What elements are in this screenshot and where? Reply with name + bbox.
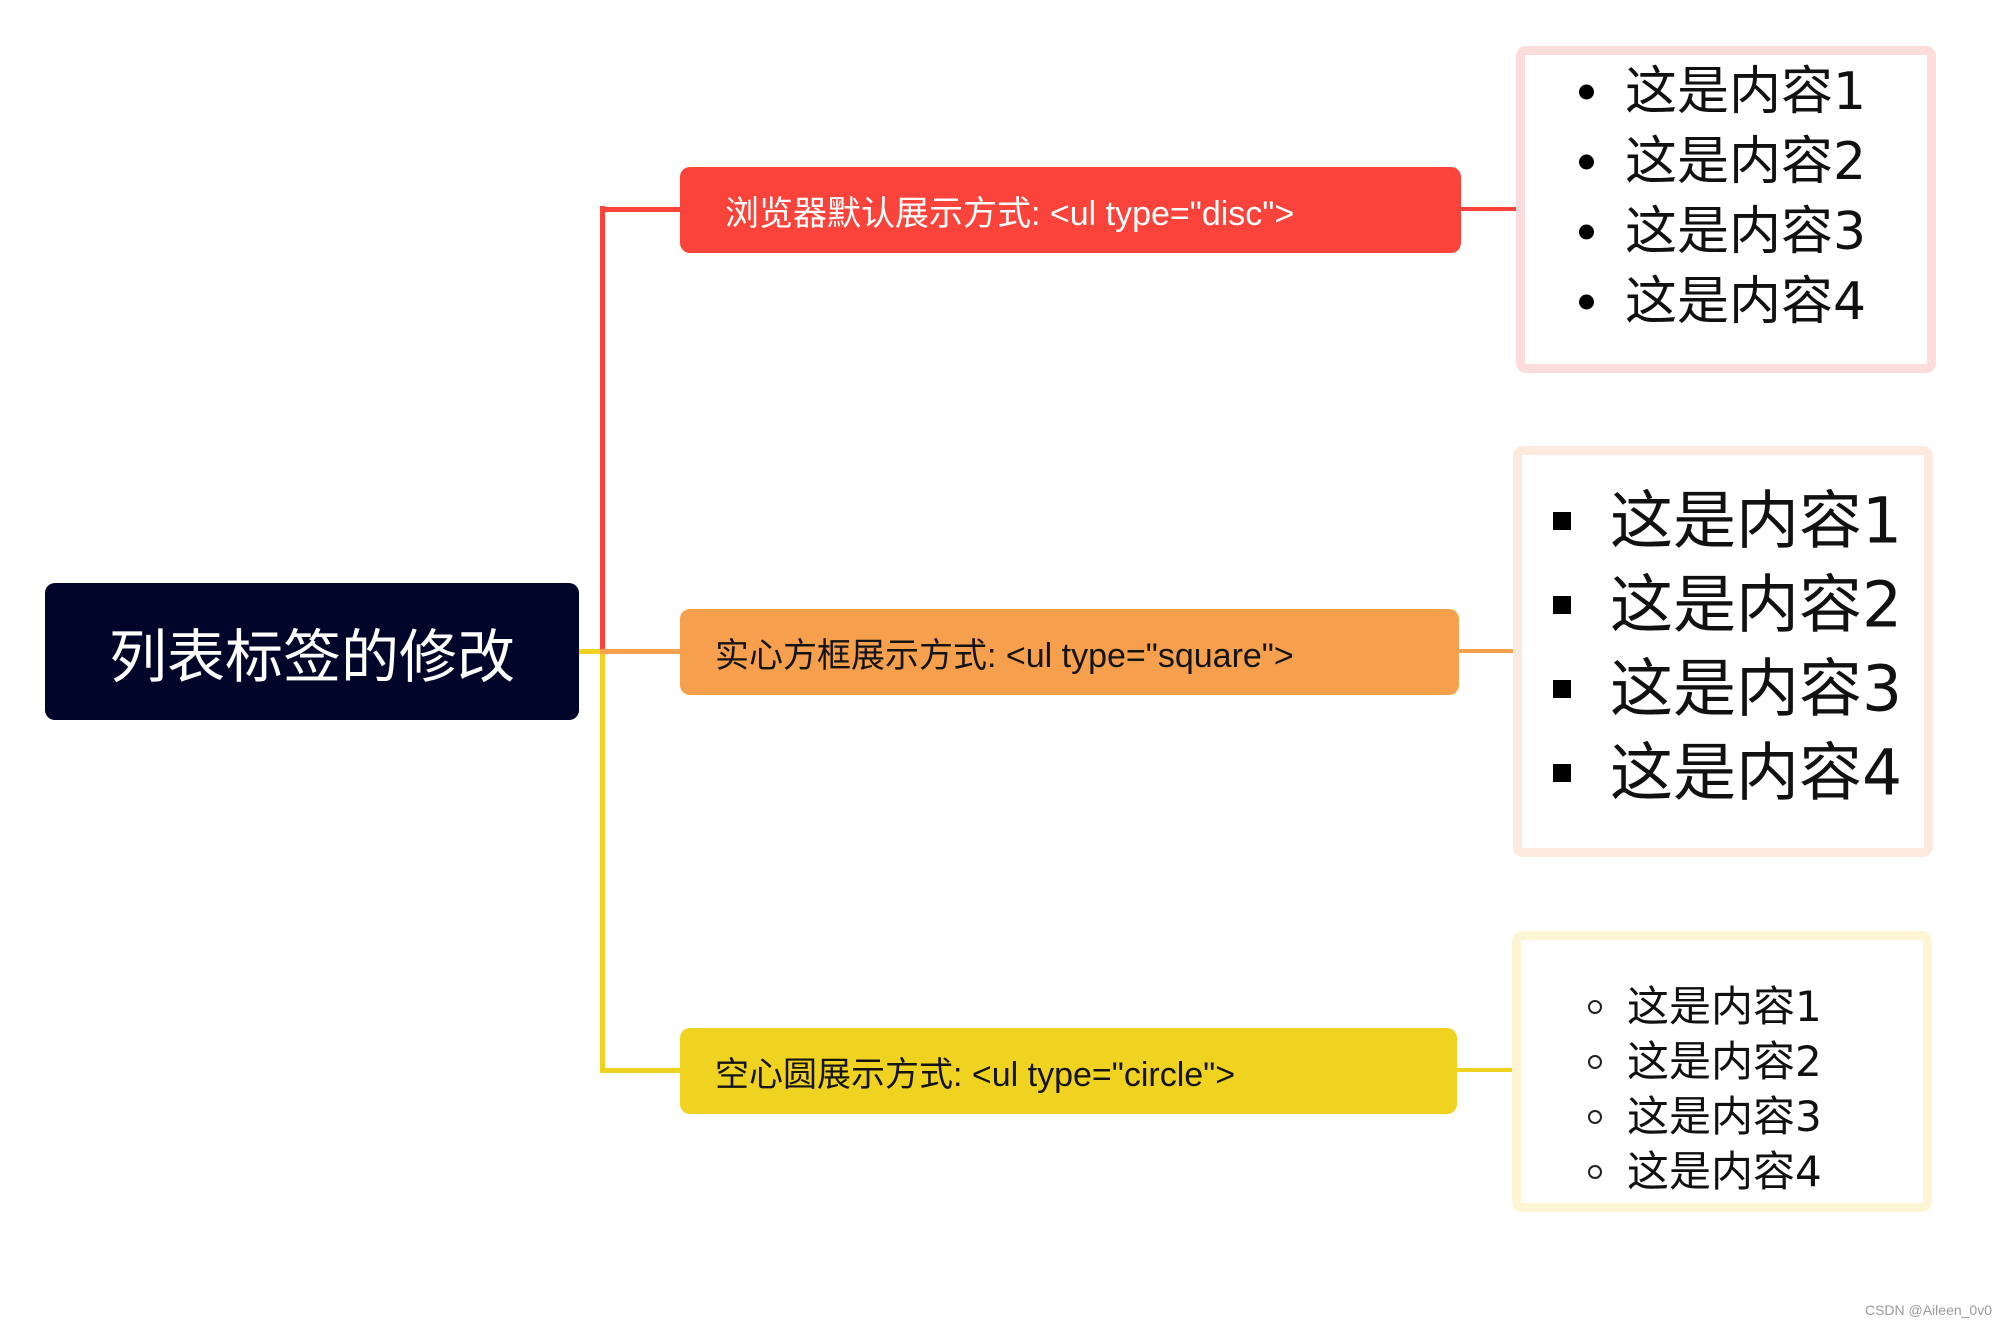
list-item: 这是内容4 xyxy=(1525,267,1927,337)
list-item: 这是内容1 xyxy=(1522,479,1924,563)
list-item: 这是内容3 xyxy=(1521,1089,1923,1144)
list-item: 这是内容3 xyxy=(1522,647,1924,731)
list-item: 这是内容4 xyxy=(1521,1144,1923,1199)
square-bullet-icon xyxy=(1553,596,1571,614)
list-item-text: 这是内容3 xyxy=(1625,202,1867,262)
square-list-preview: 这是内容1 这是内容2 这是内容3 这是内容4 xyxy=(1513,446,1933,857)
branch-connector-square xyxy=(600,649,680,654)
list-item: 这是内容2 xyxy=(1522,563,1924,647)
list-item: 这是内容1 xyxy=(1521,979,1923,1034)
list-item-text: 这是内容4 xyxy=(1627,1146,1822,1196)
branch-topic-label: 实心方框展示方式: <ul type="square"> xyxy=(715,636,1294,675)
root-connector xyxy=(579,649,605,654)
circle-list: 这是内容1 这是内容2 这是内容3 这是内容4 xyxy=(1521,979,1923,1199)
watermark: CSDN @Aileen_0v0 xyxy=(1864,1302,1992,1318)
branch-connector-disc xyxy=(600,207,680,212)
list-item: 这是内容4 xyxy=(1522,731,1924,815)
root-topic: 列表标签的修改 xyxy=(45,583,579,720)
list-item-text: 这是内容2 xyxy=(1610,568,1903,642)
circle-bullet-icon xyxy=(1588,1054,1602,1069)
disc-list-preview: 这是内容1 这是内容2 这是内容3 这是内容4 xyxy=(1516,46,1936,373)
list-item-text: 这是内容1 xyxy=(1627,981,1822,1031)
branch-topic-circle: 空心圆展示方式: <ul type="circle"> xyxy=(680,1028,1457,1114)
list-item: 这是内容1 xyxy=(1525,57,1927,127)
trunk-connector-yellow xyxy=(600,651,605,1073)
disc-list: 这是内容1 这是内容2 这是内容3 这是内容4 xyxy=(1525,57,1927,337)
circle-bullet-icon xyxy=(1588,999,1602,1014)
branch-topic-label: 浏览器默认展示方式: <ul type="disc"> xyxy=(725,194,1295,233)
disc-bullet-icon xyxy=(1579,294,1594,310)
circle-bullet-icon xyxy=(1588,1109,1602,1124)
list-item: 这是内容2 xyxy=(1521,1034,1923,1089)
list-item-text: 这是内容3 xyxy=(1610,652,1903,726)
disc-bullet-icon xyxy=(1579,224,1594,240)
list-item-text: 这是内容2 xyxy=(1625,132,1867,192)
branch-topic-disc: 浏览器默认展示方式: <ul type="disc"> xyxy=(680,167,1461,253)
list-item: 这是内容2 xyxy=(1525,127,1927,197)
disc-bullet-icon xyxy=(1579,84,1594,100)
list-item-text: 这是内容1 xyxy=(1625,62,1867,122)
branch-topic-label: 空心圆展示方式: <ul type="circle"> xyxy=(715,1055,1236,1094)
branch-topic-square: 实心方框展示方式: <ul type="square"> xyxy=(680,609,1459,695)
list-item-text: 这是内容3 xyxy=(1627,1091,1822,1141)
disc-bullet-icon xyxy=(1579,154,1594,170)
square-bullet-icon xyxy=(1553,764,1571,782)
list-item-text: 这是内容4 xyxy=(1610,736,1903,810)
square-list: 这是内容1 这是内容2 这是内容3 这是内容4 xyxy=(1522,479,1924,815)
trunk-connector-red xyxy=(600,206,605,653)
list-item: 这是内容3 xyxy=(1525,197,1927,267)
branch-connector-circle xyxy=(600,1068,680,1073)
circle-bullet-icon xyxy=(1588,1164,1602,1179)
preview-connector-circle xyxy=(1457,1068,1513,1072)
list-item-text: 这是内容1 xyxy=(1610,484,1903,558)
square-bullet-icon xyxy=(1553,680,1571,698)
list-item-text: 这是内容4 xyxy=(1625,272,1867,332)
preview-connector-disc xyxy=(1461,207,1517,211)
square-bullet-icon xyxy=(1553,512,1571,530)
preview-connector-square xyxy=(1459,649,1514,653)
list-item-text: 这是内容2 xyxy=(1627,1036,1822,1086)
root-topic-title: 列表标签的修改 xyxy=(108,622,515,691)
circle-list-preview: 这是内容1 这是内容2 这是内容3 这是内容4 xyxy=(1512,931,1932,1212)
